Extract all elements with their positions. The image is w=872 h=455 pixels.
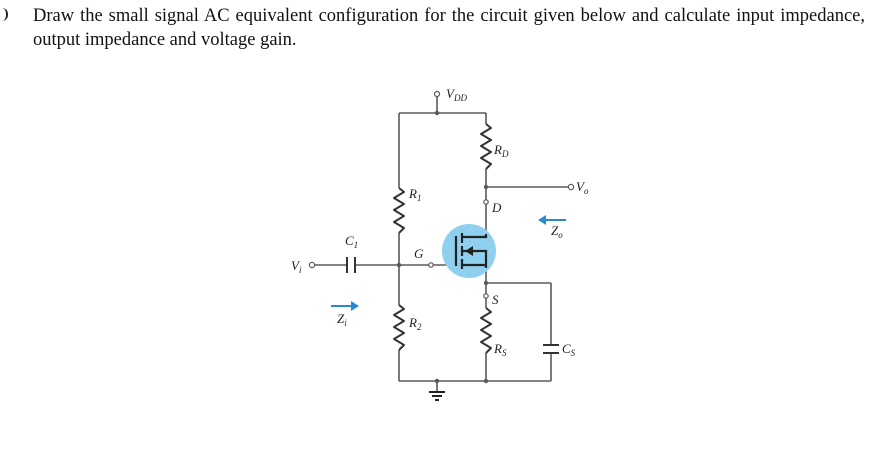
cs-label: CS bbox=[562, 341, 576, 358]
c1-label: C1 bbox=[345, 233, 358, 250]
rd-resistor bbox=[480, 123, 492, 170]
junction-dot bbox=[434, 378, 440, 384]
c1-capacitor bbox=[346, 257, 356, 273]
rs-resistor bbox=[480, 307, 492, 354]
r1-label: R1 bbox=[408, 186, 421, 203]
question-number-bracket bbox=[0, 8, 8, 21]
source-label: S bbox=[492, 292, 499, 307]
zo-arrow-icon bbox=[538, 215, 566, 225]
junction-dot bbox=[396, 262, 402, 268]
r2-resistor bbox=[393, 304, 405, 351]
cs-capacitor bbox=[543, 344, 559, 354]
vo-terminal bbox=[567, 183, 575, 191]
mosfet-arrow-icon bbox=[465, 246, 473, 256]
question-text: Draw the small signal AC equivalent conf… bbox=[33, 6, 865, 50]
gate-terminal bbox=[428, 262, 434, 268]
drain-label: D bbox=[491, 200, 502, 215]
zo-label: Zo bbox=[551, 223, 563, 240]
source-terminal bbox=[483, 293, 489, 299]
vo-label: Vo bbox=[576, 179, 589, 196]
r1-resistor bbox=[393, 187, 405, 234]
zi-label: Zi bbox=[337, 311, 347, 328]
mosfet-drain-lead bbox=[462, 234, 488, 239]
mosfet-transistor bbox=[442, 224, 496, 278]
rd-label: RD bbox=[493, 142, 509, 159]
junction-dot bbox=[483, 280, 489, 286]
r2-label: R2 bbox=[408, 315, 422, 332]
vdd-label: VDD bbox=[446, 86, 467, 103]
rs-label: RS bbox=[493, 341, 507, 358]
vdd-terminal bbox=[433, 90, 441, 98]
zi-arrow-icon bbox=[331, 301, 359, 311]
ground-icon bbox=[429, 391, 445, 401]
gate-label: G bbox=[414, 246, 424, 261]
junction-dot bbox=[483, 378, 489, 384]
drain-terminal bbox=[483, 199, 489, 205]
vi-terminal bbox=[308, 261, 316, 269]
junction-dot bbox=[434, 110, 440, 116]
vi-label: Vi bbox=[291, 258, 302, 275]
junction-dot bbox=[483, 184, 489, 190]
